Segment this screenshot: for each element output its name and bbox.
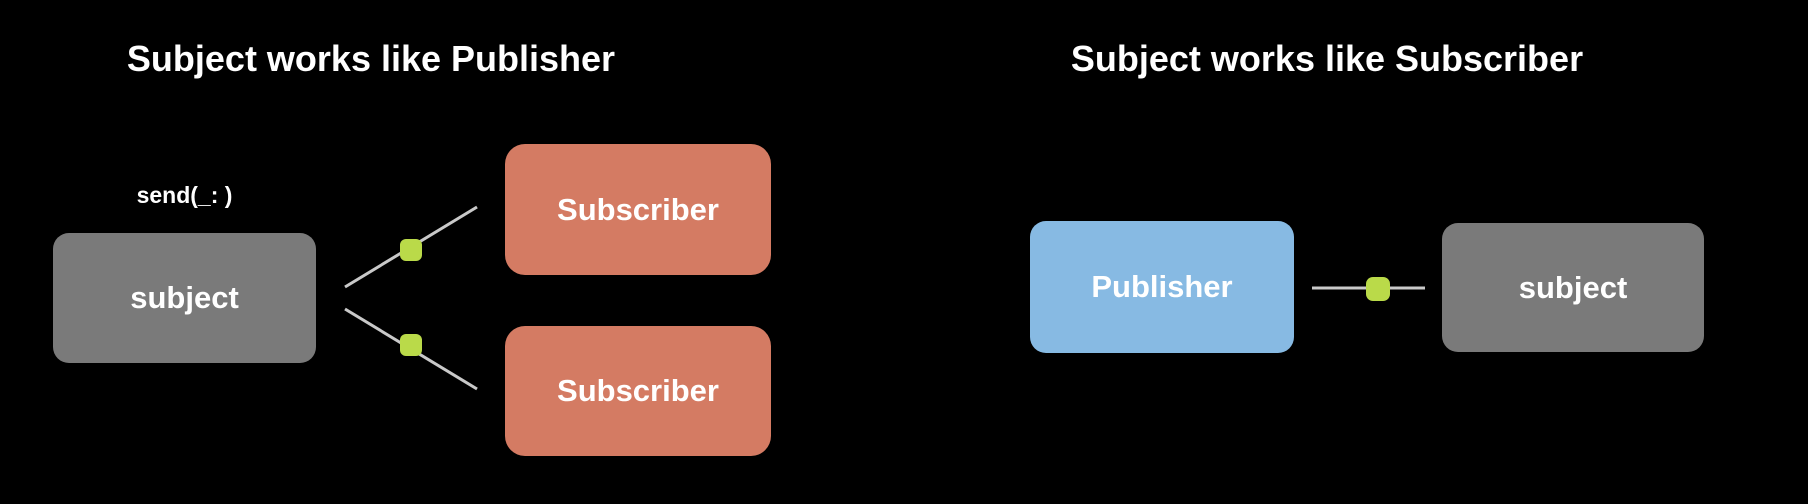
subscriber-node-top: Subscriber xyxy=(505,144,771,275)
send-method-label: send(_: ) xyxy=(136,182,233,208)
event-marker-top xyxy=(400,239,422,261)
event-marker-right xyxy=(1366,277,1390,301)
right-panel-title: Subject works like Subscriber xyxy=(1070,38,1584,79)
subject-node-right: subject xyxy=(1442,223,1704,352)
left-panel-title: Subject works like Publisher xyxy=(126,38,616,79)
subject-to-top-subscriber-line xyxy=(344,205,478,289)
publisher-node: Publisher xyxy=(1030,221,1294,353)
subject-node-left: subject xyxy=(53,233,316,363)
event-marker-bottom xyxy=(400,334,422,356)
subject-to-bottom-subscriber-line xyxy=(344,307,478,391)
subscriber-node-bottom: Subscriber xyxy=(505,326,771,456)
